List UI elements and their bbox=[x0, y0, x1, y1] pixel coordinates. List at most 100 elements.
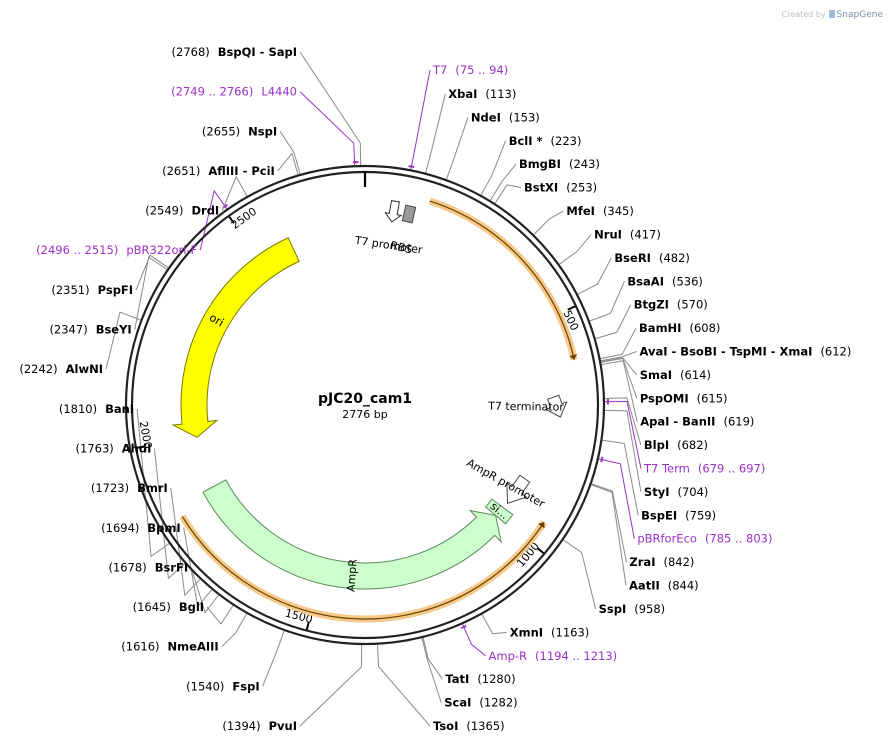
site-name: ApaI - BanII bbox=[640, 414, 715, 428]
site-number: (536) bbox=[672, 274, 703, 288]
site-name: ScaI bbox=[444, 695, 471, 709]
site-name: T7 bbox=[432, 63, 447, 77]
site-name: BsrFI bbox=[155, 560, 188, 574]
site-label-pbrforeco: pBRforEco(785 .. 803) bbox=[637, 531, 772, 545]
site-label-bsaai: BsaAI (536) bbox=[627, 274, 703, 288]
site-label-nmeaiii: (1616)NmeAIII bbox=[121, 639, 218, 653]
site-number: (704) bbox=[677, 484, 708, 498]
site-label-bani: (1810)BanI bbox=[59, 401, 134, 415]
leader-line-ahdi bbox=[153, 448, 186, 580]
site-number: (243) bbox=[569, 157, 600, 171]
leader-line-blpi bbox=[604, 397, 642, 446]
plasmid-length: 2776 bp bbox=[342, 408, 387, 421]
site-label-nspi: (2655)NspI bbox=[202, 124, 277, 138]
site-name: AvaI - BsoBI - TspMI - XmaI bbox=[640, 344, 813, 358]
site-name: AflIII - PciI bbox=[208, 163, 275, 177]
site-number: (1723) bbox=[91, 481, 129, 495]
leader-line-bspei bbox=[602, 439, 639, 516]
leader-line-pvui bbox=[299, 644, 363, 727]
leader-line-styi bbox=[604, 409, 642, 493]
site-number: (570) bbox=[677, 297, 708, 311]
site-label-bsrfi: (1678)BsrFI bbox=[108, 560, 188, 574]
site-number: (2549) bbox=[145, 203, 183, 217]
site-label-apai-banii: ApaI - BanII (619) bbox=[640, 414, 754, 428]
site-label-pbr322ori-f: (2496 .. 2515)pBR322ori-F bbox=[36, 243, 197, 257]
leader-line-aatii bbox=[591, 484, 627, 586]
site-number: (619) bbox=[723, 414, 754, 428]
feature-ori bbox=[171, 237, 300, 438]
tick-1500 bbox=[305, 621, 310, 630]
site-label-fspi: (1540)FspI bbox=[186, 679, 259, 693]
site-label-pspfi: (2351)PspFI bbox=[51, 282, 133, 296]
site-name: BseRI bbox=[614, 250, 651, 264]
orf-line-0 bbox=[429, 200, 575, 360]
orf-line-1 bbox=[181, 516, 545, 620]
site-label-smai: SmaI(614) bbox=[640, 367, 711, 381]
site-label-afliii-pcii: (2651)AflIII - PciI bbox=[162, 163, 275, 177]
site-label-bspqi-sapi: (2768)BspQI - SapI bbox=[172, 45, 297, 59]
site-name: BclI * bbox=[509, 133, 543, 147]
site-number: (682) bbox=[677, 438, 708, 452]
site-label-bstxi: BstXI(253) bbox=[524, 180, 597, 194]
site-name: BpmI bbox=[147, 520, 180, 534]
site-name: BamHI bbox=[639, 321, 681, 335]
leader-line-pspomi bbox=[601, 357, 638, 399]
site-name: NdeI bbox=[471, 110, 501, 124]
site-label-bspei: BspEI(759) bbox=[641, 508, 716, 522]
leader-line-t7 bbox=[410, 69, 431, 170]
leader-line-l4440 bbox=[299, 91, 356, 166]
site-name: SspI bbox=[599, 601, 627, 615]
leader-line-pbrforeco bbox=[598, 458, 635, 539]
site-label-ndei: NdeI(153) bbox=[471, 110, 540, 124]
leader-line-drdi bbox=[221, 175, 248, 211]
leader-line-bgli bbox=[206, 605, 234, 625]
site-label-styi: StyI(704) bbox=[644, 484, 709, 498]
site-name: XmnI bbox=[510, 625, 543, 639]
leader-line-bcli bbox=[480, 140, 507, 196]
site-label-avai-bsobi-tspmi-xmai: AvaI - BsoBI - TspMI - XmaI(612) bbox=[640, 344, 852, 358]
site-name: TsoI bbox=[433, 719, 458, 733]
site-name: NmeAIII bbox=[168, 639, 219, 653]
site-number: (1194 .. 1213) bbox=[535, 648, 617, 662]
leader-line-bpmi bbox=[183, 527, 213, 608]
site-name: XbaI bbox=[448, 87, 477, 101]
site-number: (842) bbox=[663, 555, 694, 569]
site-name: BsaAI bbox=[627, 274, 664, 288]
small-features-layer bbox=[384, 199, 568, 504]
site-label-sspi: SspI(958) bbox=[599, 601, 666, 615]
site-label-mfei: MfeI(345) bbox=[566, 204, 633, 218]
site-number: (1280) bbox=[477, 672, 515, 686]
site-label-bseyi: (2347)BseYI bbox=[49, 322, 131, 336]
site-name: NruI bbox=[594, 227, 622, 241]
leader-line-bsrfi bbox=[190, 567, 219, 614]
site-number: (75 .. 94) bbox=[455, 63, 508, 77]
site-name: TatI bbox=[445, 672, 469, 686]
feature-label-ori: ori bbox=[207, 311, 226, 329]
site-name: BspEI bbox=[641, 508, 677, 522]
leader-line-bmri bbox=[170, 488, 201, 597]
ampr-promoter-arrow-icon bbox=[506, 474, 531, 504]
site-label-nrui: NruI(417) bbox=[594, 227, 661, 241]
backbone-outer-strand bbox=[124, 164, 606, 646]
tick-2500 bbox=[228, 216, 235, 224]
leader-line-amp-r bbox=[462, 624, 486, 657]
site-name: PspOMI bbox=[640, 391, 689, 405]
brand-credit: Created by bbox=[781, 10, 826, 19]
brand-name: SnapGene bbox=[836, 10, 883, 20]
site-name: DrdI bbox=[191, 203, 219, 217]
feature-ampr bbox=[202, 479, 502, 590]
site-label-t7-term: T7 Term(679 .. 697) bbox=[643, 461, 765, 475]
site-label-amp-r: Amp-R(1194 .. 1213) bbox=[489, 648, 618, 662]
t7-terminator-icon bbox=[544, 394, 568, 418]
tick-label-2000: 2000 bbox=[137, 420, 155, 450]
site-label-bgli: (1645)BglI bbox=[133, 600, 204, 614]
site-number: (482) bbox=[659, 250, 690, 264]
leader-line-t7-term bbox=[604, 400, 642, 469]
leader-line-bstxi bbox=[494, 184, 522, 204]
leader-line-xmni bbox=[481, 614, 507, 635]
site-number: (1645) bbox=[133, 600, 171, 614]
site-number: (608) bbox=[689, 321, 720, 335]
site-name: BanI bbox=[105, 401, 134, 415]
